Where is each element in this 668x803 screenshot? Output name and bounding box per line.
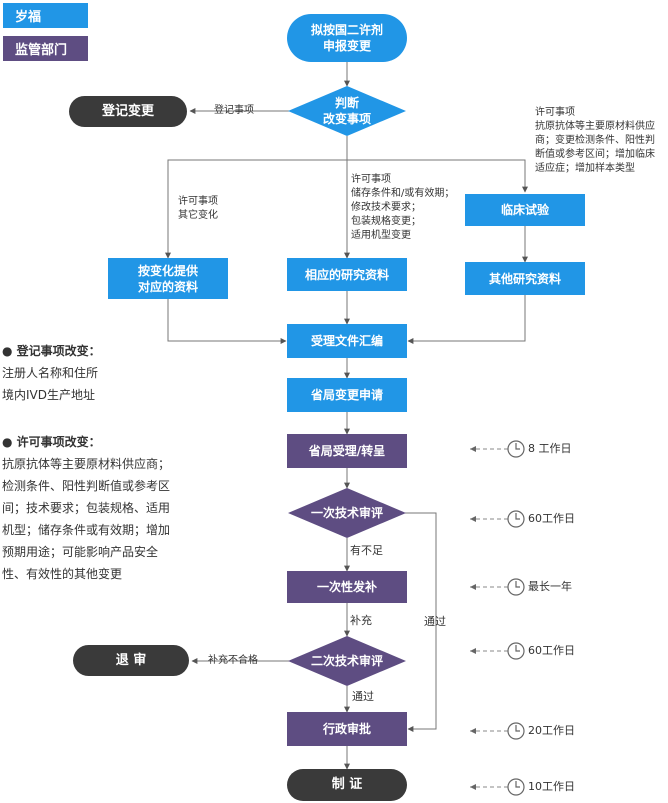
timeline-label-review2: 60工作日 xyxy=(528,644,575,657)
provide-docs-line2: 对应的资料 xyxy=(137,279,198,294)
start-node: 拟按国二许剂 申报变更 xyxy=(287,14,407,62)
edge-label-middle-3: 修改技术要求； xyxy=(351,202,421,213)
review1-diamond xyxy=(288,488,406,538)
notes-permit-line6: 性、有效性的其他变更 xyxy=(2,567,123,581)
timeline-label-accept: 8 工作日 xyxy=(528,442,572,455)
edge-label-middle: 许可事项 储存条件和/或有效期； 修改技术要求； 包装规格变更； 适用机型变更 xyxy=(351,173,454,243)
legend-regulator-label: 监管部门 xyxy=(15,43,68,58)
reject-node: 退 审 xyxy=(73,645,189,676)
compile-node: 受理文件汇编 xyxy=(287,324,407,358)
supplement-label: 一次性发补 xyxy=(316,580,377,594)
register-change-node: 登记变更 xyxy=(69,96,187,127)
judge-diamond xyxy=(288,86,406,136)
edge-label-register: 登记事项 xyxy=(214,105,254,116)
certificate-label: 制 证 xyxy=(331,777,363,792)
apply-label: 省局变更申请 xyxy=(310,388,383,402)
compile-label: 受理文件汇编 xyxy=(310,334,383,348)
edge-label-supplement-fail: 补充不合格 xyxy=(208,655,258,666)
accept-label: 省局受理/转呈 xyxy=(308,444,386,458)
review2-diamond xyxy=(288,636,406,686)
edge-label-insufficient: 有不足 xyxy=(350,544,383,557)
judge-line2: 改变事项 xyxy=(322,112,371,126)
provide-docs-node: 按变化提供 对应的资料 xyxy=(108,258,228,299)
approve-label: 行政审批 xyxy=(322,722,371,736)
other-docs-node: 其他研究资料 xyxy=(465,262,585,295)
notes-permit-line5: 预期用途；可能影响产品安全 xyxy=(2,545,159,559)
supplement-node: 一次性发补 xyxy=(287,571,407,603)
edge-label-other-change: 许可事项 其它变化 xyxy=(178,195,218,223)
research-docs-label: 相应的研究资料 xyxy=(304,267,389,282)
clinical-node: 临床试验 xyxy=(465,194,585,226)
notes-register-line2: 境内IVD生产地址 xyxy=(2,388,95,402)
notes-register-title: 登记事项改变： xyxy=(16,344,101,358)
accept-node: 省局受理/转呈 xyxy=(287,434,407,468)
review1-label: 一次技术审评 xyxy=(310,506,383,520)
notes-permit-line1: 抗原抗体等主要原材料供应商； xyxy=(2,457,171,471)
edge-label-right-1: 许可事项 xyxy=(535,107,575,118)
timeline-label-supplement: 最长一年 xyxy=(528,580,572,593)
edge-label-other-change-2: 其它变化 xyxy=(178,210,218,221)
legend-applicant: 岁福 xyxy=(3,3,88,28)
notes-permit-line3: 间；技术要求；包装规格、适用 xyxy=(2,501,171,515)
timeline-label-review1: 60工作日 xyxy=(528,512,575,525)
provide-docs-line1: 按变化提供 xyxy=(137,263,198,278)
edge-label-middle-5: 适用机型变更 xyxy=(351,230,411,241)
certificate-node: 制 证 xyxy=(287,769,407,801)
review2-label: 二次技术审评 xyxy=(310,654,383,668)
clinical-label: 临床试验 xyxy=(500,203,549,217)
register-change-label: 登记变更 xyxy=(101,103,154,119)
notes-permit-title: 许可事项改变： xyxy=(16,435,101,449)
judge-node: 判断 改变事项 xyxy=(307,93,387,129)
start-line2: 申报变更 xyxy=(322,39,371,53)
bullet-icon: ● xyxy=(2,435,17,449)
judge-line1: 判断 xyxy=(334,96,359,110)
edge-label-right: 许可事项 抗原抗体等主要原材料供应 商；变更检测条件、阳性判 断值或参考区间；增… xyxy=(535,106,655,176)
edge-label-middle-4: 包装规格变更； xyxy=(351,216,421,227)
edge-label-other-change-1: 许可事项 xyxy=(178,196,218,207)
edge-label-right-4: 断值或参考区间；增加临床 xyxy=(535,149,655,160)
edge-label-middle-2: 储存条件和/或有效期； xyxy=(351,188,455,199)
notes-permit-line2: 检测条件、阳性判断值或参考区 xyxy=(2,479,171,493)
timeline-label-approve: 20工作日 xyxy=(528,724,575,737)
notes-permit: ● 许可事项改变： 抗原抗体等主要原材料供应商； 检测条件、阳性判断值或参考区 … xyxy=(2,433,202,583)
approve-node: 行政审批 xyxy=(287,712,407,746)
legend-regulator: 监管部门 xyxy=(3,36,88,61)
review1-node: 一次技术审评 xyxy=(297,504,397,522)
edge-label-pass-right: 通过 xyxy=(424,615,446,628)
notes-permit-line4: 机型；储存条件或有效期；增加 xyxy=(2,523,171,537)
notes-register: ● 登记事项改变： 注册人名称和住所 境内IVD生产地址 xyxy=(2,342,202,404)
edge-label-right-5: 适应症；增加样本类型 xyxy=(535,163,635,174)
review2-node: 二次技术审评 xyxy=(297,652,397,670)
start-line1: 拟按国二许剂 xyxy=(310,23,383,37)
legend-applicant-label: 岁福 xyxy=(15,10,42,25)
edge-label-pass: 通过 xyxy=(352,690,374,703)
reject-label: 退 审 xyxy=(115,652,147,668)
notes-register-line1: 注册人名称和住所 xyxy=(2,366,99,380)
timeline-label-certificate: 10工作日 xyxy=(528,780,575,793)
apply-node: 省局变更申请 xyxy=(287,378,407,412)
edge-label-right-3: 商；变更检测条件、阳性判 xyxy=(535,135,655,146)
edge-label-right-2: 抗原抗体等主要原材料供应 xyxy=(535,121,655,132)
bullet-icon: ● xyxy=(2,344,17,358)
edge-label-middle-1: 许可事项 xyxy=(351,174,391,185)
research-docs-node: 相应的研究资料 xyxy=(287,258,407,291)
other-docs-label: 其他研究资料 xyxy=(488,271,561,286)
edge-label-supplement: 补充 xyxy=(350,614,372,627)
